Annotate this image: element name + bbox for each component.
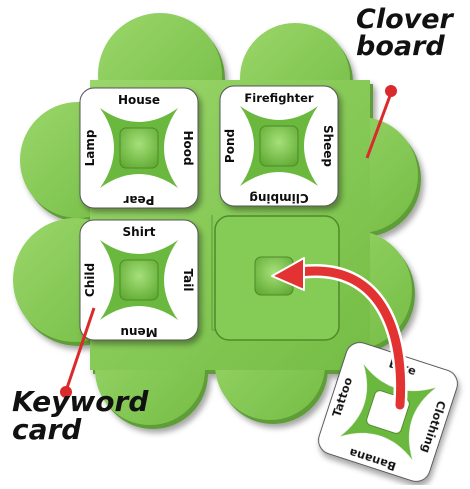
keyword-card-caption: Keyword card <box>12 388 148 444</box>
card-word-bottom: Climbing <box>249 191 308 205</box>
keyword-card-caption-line1: Keyword <box>12 385 149 418</box>
card-word-right: Tail <box>181 269 195 292</box>
keyword-card-top-left[interactable]: House Hood Pear Lamp <box>79 87 199 209</box>
center-square <box>119 127 159 169</box>
card-word-bottom: Menu <box>120 325 157 339</box>
keyword-card-caption-line2: card <box>12 413 82 446</box>
keyword-card-bottom-left[interactable]: Shirt Tail Menu Child <box>79 219 199 341</box>
card-word-bottom: Pear <box>123 193 154 207</box>
card-word-top: House <box>118 93 160 107</box>
clover-board-caption-line1: Clover <box>356 4 453 35</box>
card-word-right: Sheep <box>321 125 335 167</box>
center-square <box>259 125 299 167</box>
card-word-right: Hood <box>181 130 195 165</box>
clover-board-caption-line2: board <box>356 31 445 62</box>
card-word-left: Lamp <box>83 129 97 166</box>
card-word-left: Pond <box>223 129 237 163</box>
center-square <box>119 259 159 301</box>
card-word-left: Child <box>83 263 97 297</box>
keyword-card-pointer <box>60 307 96 398</box>
clover-board-caption: Clover board <box>356 6 453 60</box>
move-arrow <box>271 257 408 412</box>
keyword-card-top-right[interactable]: Firefighter Sheep Climbing Pond <box>219 85 339 207</box>
clover-board-pointer <box>365 85 397 159</box>
arrow-head-icon <box>271 257 305 291</box>
card-word-top: Firefighter <box>244 91 314 105</box>
card-word-top: Shirt <box>123 225 156 239</box>
